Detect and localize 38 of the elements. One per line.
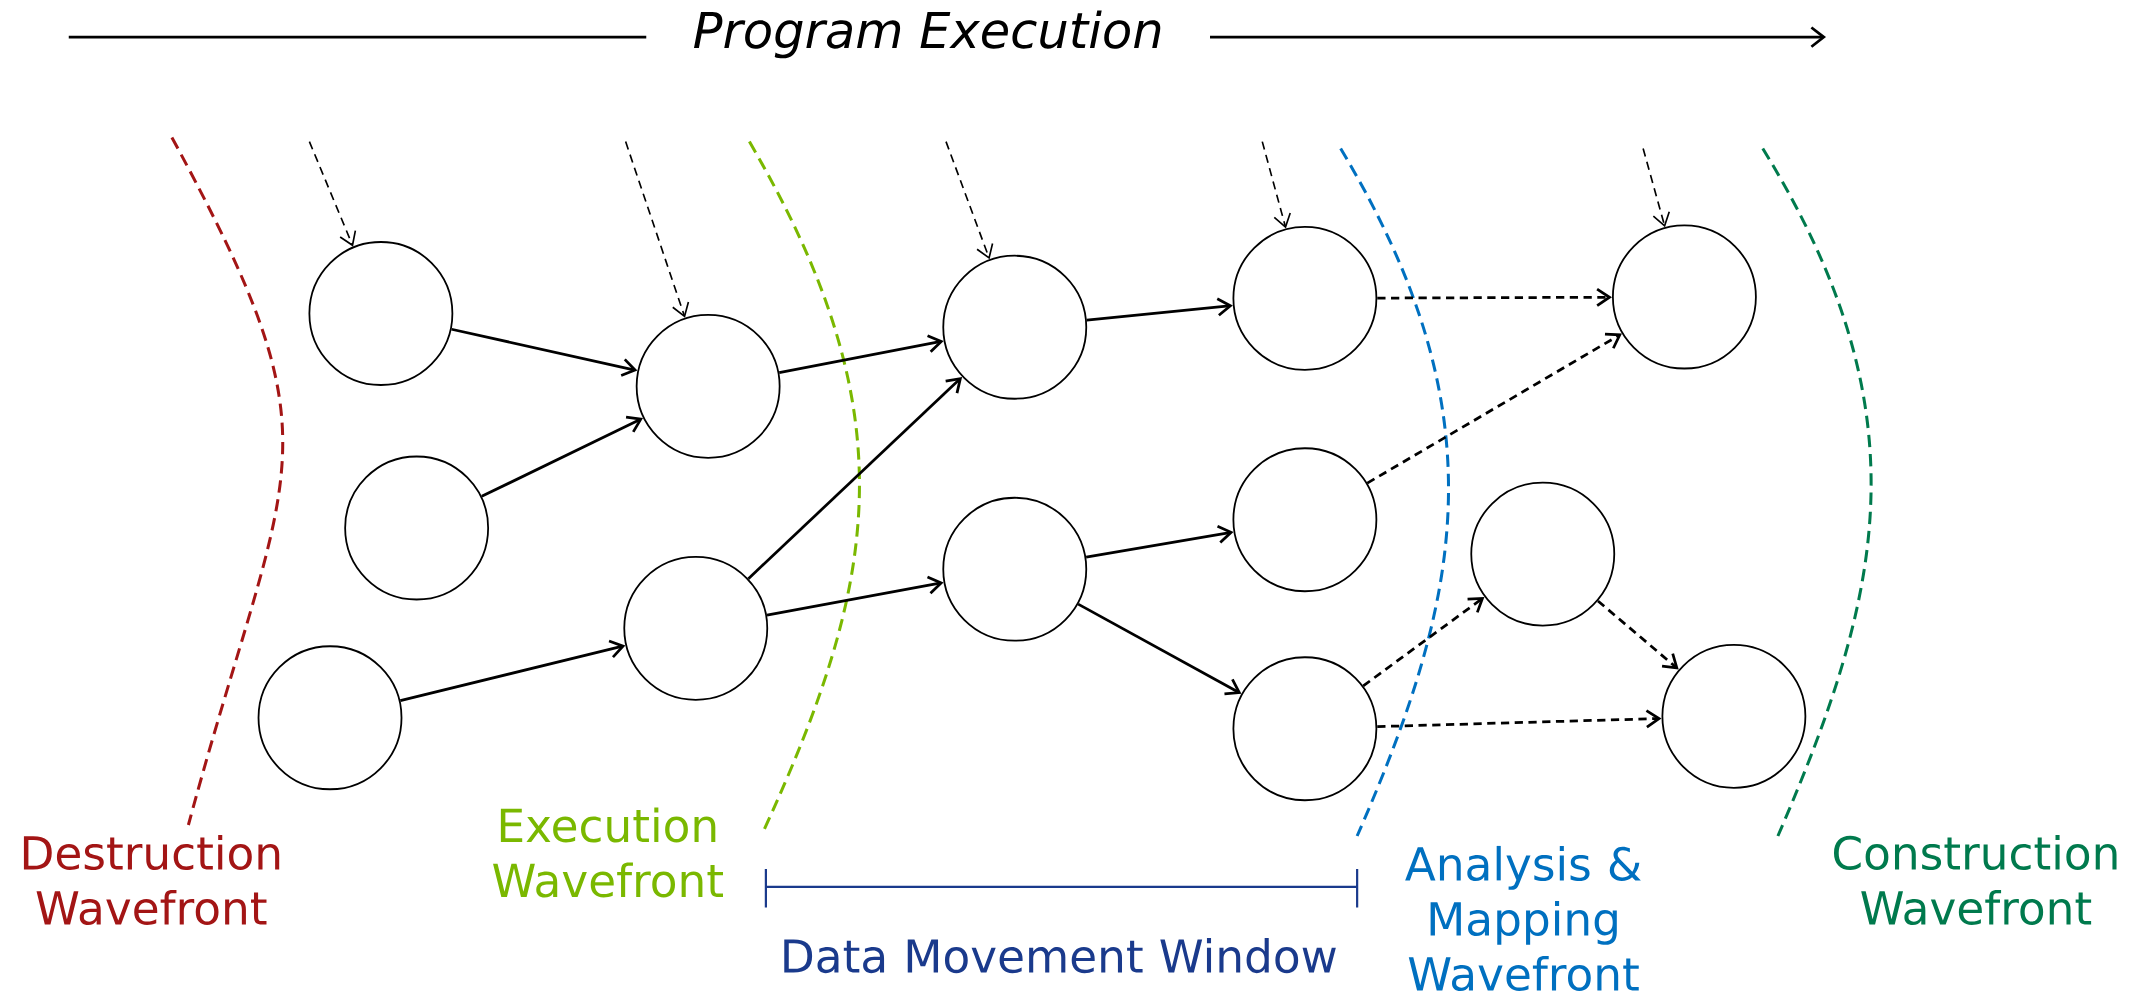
arrow	[766, 575, 944, 617]
arrow	[1597, 600, 1679, 670]
arrow	[1077, 603, 1242, 696]
circle-node	[1232, 656, 1378, 802]
arrow	[624, 140, 690, 318]
arrow	[400, 639, 626, 703]
wavefront-label: Data Movement Window	[784, 938, 1336, 974]
arrow	[747, 377, 963, 580]
circle-node	[308, 241, 454, 387]
arrow	[1642, 147, 1671, 228]
arrow	[1362, 597, 1485, 688]
wavefront-label: Execution Wavefront	[493, 807, 723, 898]
circle-node	[623, 556, 769, 701]
circle-node	[1470, 481, 1616, 627]
arrow	[1261, 140, 1292, 229]
title: Program Execution	[694, 10, 1161, 59]
arrow	[945, 140, 994, 260]
circle-node	[344, 455, 490, 601]
circle-node	[635, 314, 781, 459]
arrow	[1086, 297, 1233, 322]
arrow	[481, 415, 644, 498]
arrow	[1377, 709, 1662, 729]
wavefront-label: Analysis & Mapping Wavefront	[1405, 846, 1641, 992]
arrow	[1085, 525, 1234, 559]
circle-node	[257, 645, 403, 791]
wavefront-label: Construction Wavefront	[1834, 835, 2117, 926]
circle-node	[1232, 447, 1378, 593]
arrow	[778, 334, 944, 375]
arrow	[1377, 288, 1612, 307]
circle-node	[1232, 226, 1378, 371]
circle-node	[1661, 644, 1807, 789]
circle-node	[1612, 224, 1757, 370]
wavefront-label: Destruction Wavefront	[23, 835, 280, 926]
arrow	[1366, 332, 1622, 485]
arrow	[308, 140, 357, 247]
circle-node	[942, 497, 1088, 642]
arrow	[451, 328, 638, 377]
circle-node	[942, 255, 1088, 400]
